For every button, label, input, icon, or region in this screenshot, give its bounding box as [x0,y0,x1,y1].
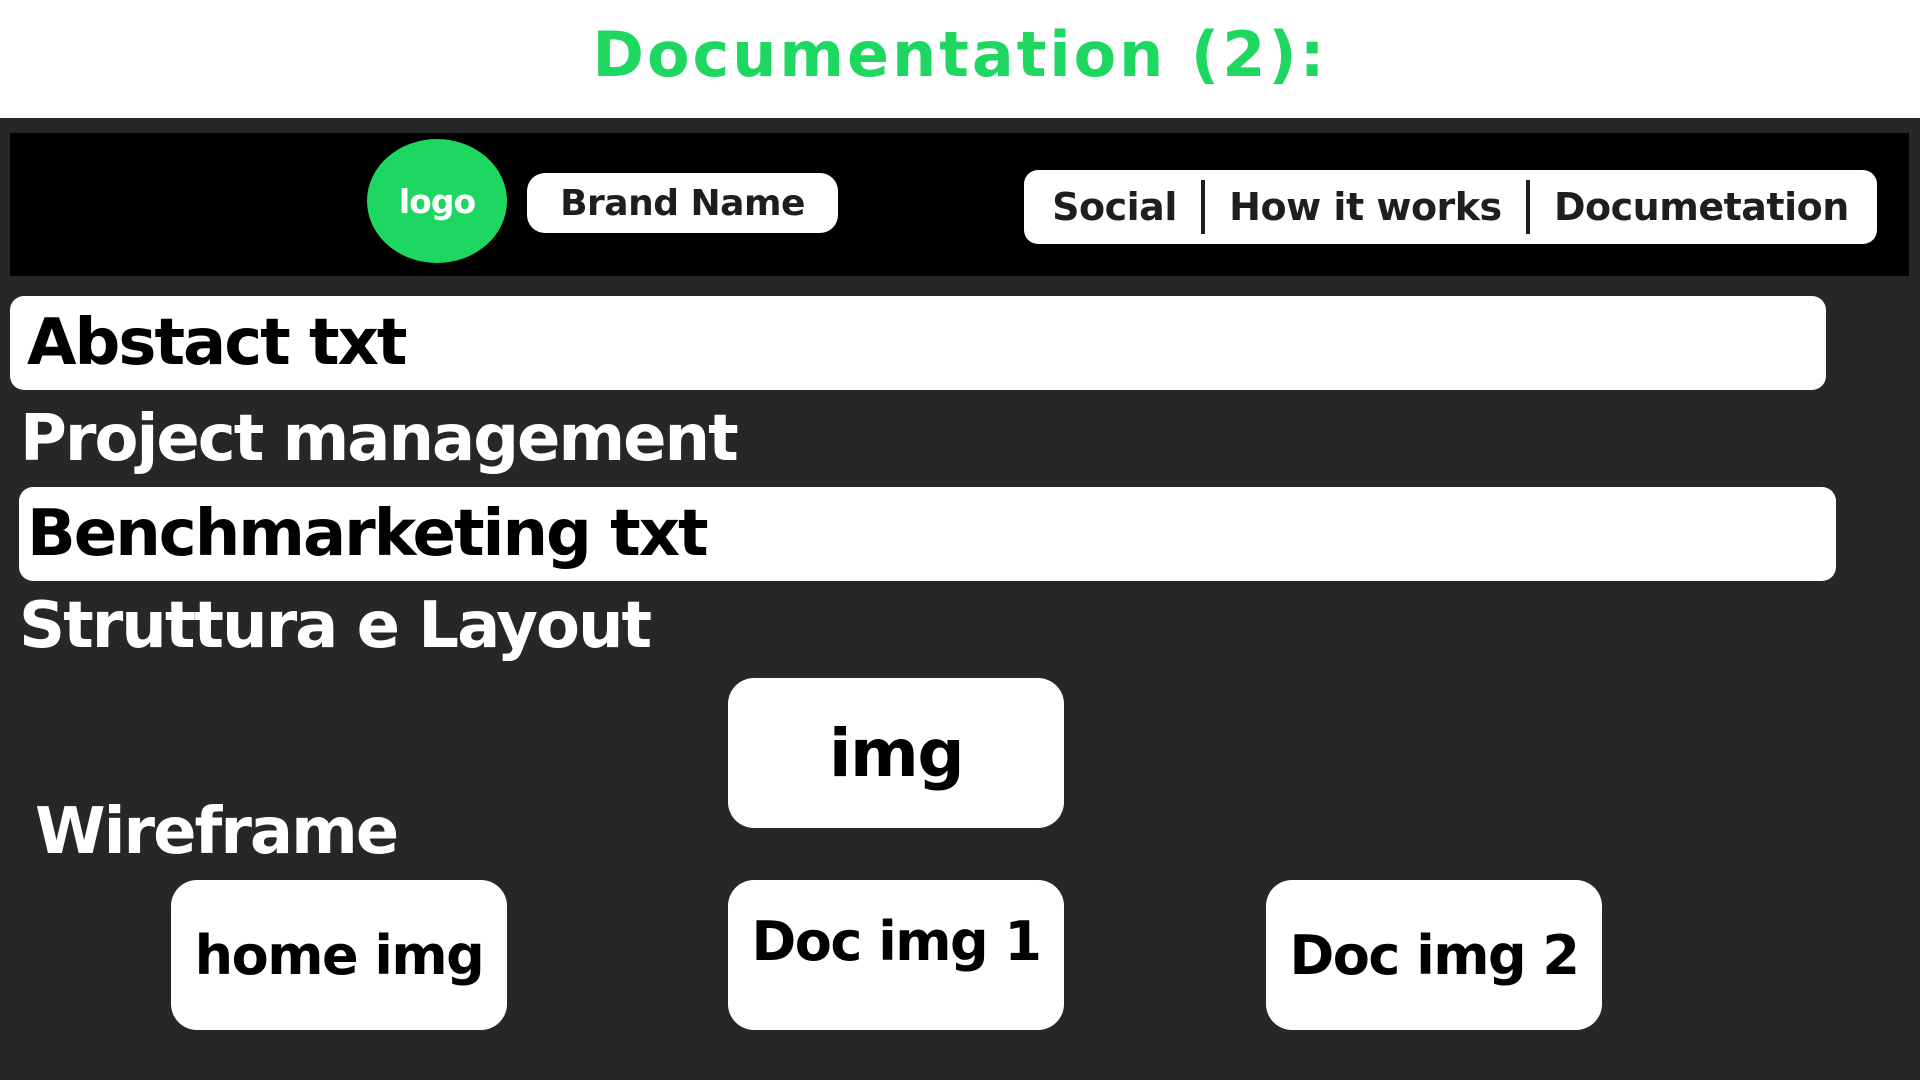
nav-links: Social How it works Documetation [1024,170,1877,244]
benchmarketing-section [19,487,1836,581]
nav-link-documentation[interactable]: Documetation [1554,185,1849,229]
nav-link-social[interactable]: Social [1052,185,1177,229]
project-management-heading: Project management [20,402,739,476]
structure-layout-heading: Struttura e Layout [19,589,652,663]
wireframe-canvas: logo Brand Name Social How it works Docu… [0,118,1920,1080]
doc-img-2-placeholder: Doc img 2 [1266,880,1602,1030]
home-img-placeholder: home img [171,880,507,1030]
nav-separator [1525,180,1530,234]
nav-link-how-it-works[interactable]: How it works [1229,185,1502,229]
logo[interactable]: logo [367,139,507,263]
page-title: Documentation (2): [592,18,1328,91]
brand-name[interactable]: Brand Name [527,173,838,233]
abstract-section [10,296,1826,390]
wireframe-heading: Wireframe [35,795,399,869]
nav-separator [1201,180,1206,234]
benchmarketing-text: Benchmarketing txt [27,497,709,571]
img-placeholder: img [728,678,1064,828]
doc-img-1-placeholder: Doc img 1 [728,880,1064,1030]
navbar: logo Brand Name Social How it works Docu… [10,133,1909,276]
abstract-text: Abstact txt [27,306,407,380]
